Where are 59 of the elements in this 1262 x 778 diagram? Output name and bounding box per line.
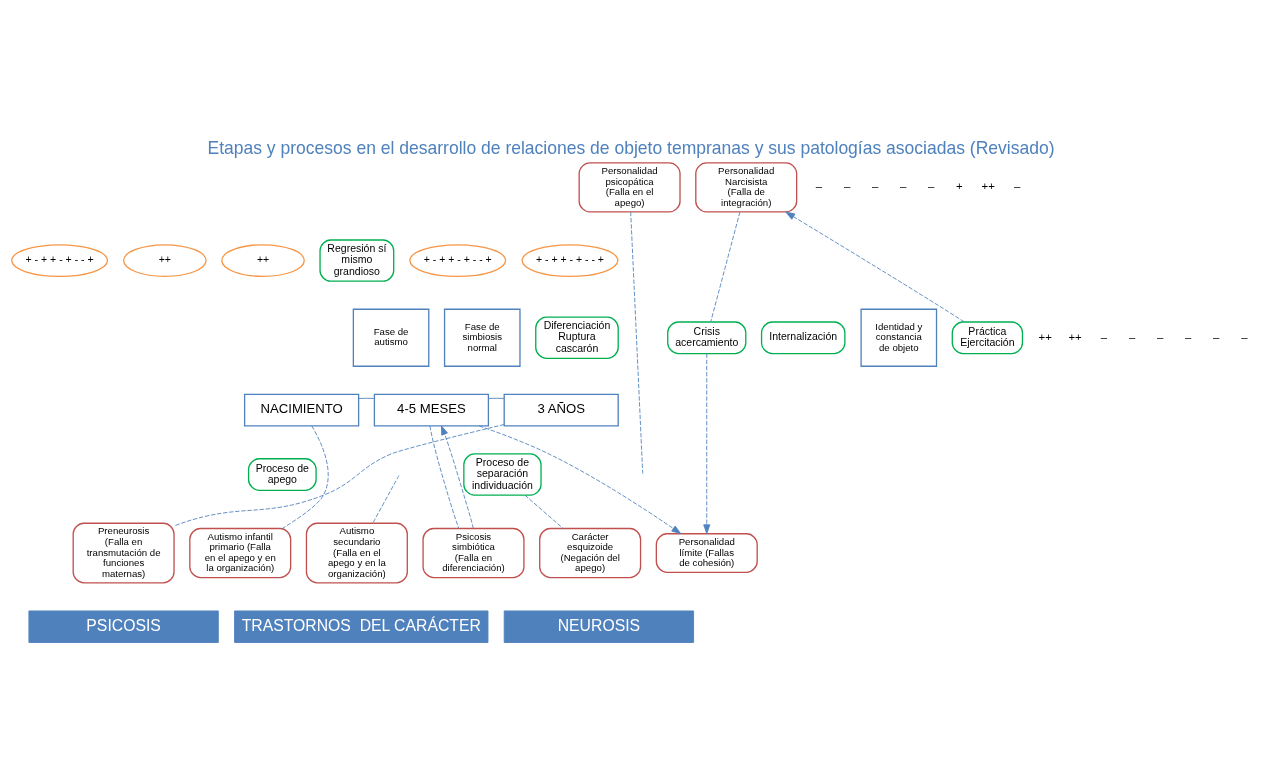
label: – bbox=[1014, 179, 1021, 192]
node-box: 3 AÑOS bbox=[503, 393, 619, 427]
label: – bbox=[871, 179, 879, 192]
label: – bbox=[928, 179, 935, 192]
connector bbox=[281, 425, 329, 529]
node-box: 4-5 MESES bbox=[373, 393, 490, 427]
label: – bbox=[1128, 330, 1136, 343]
connector bbox=[710, 211, 741, 322]
connector bbox=[488, 397, 505, 399]
node-ellipse: ++ bbox=[122, 243, 207, 277]
label: ++ bbox=[1038, 330, 1052, 343]
label: – bbox=[1100, 330, 1108, 343]
connector bbox=[173, 423, 505, 526]
node-box: Crisis acercamiento bbox=[667, 320, 747, 354]
label: + bbox=[955, 179, 963, 192]
node-ellipse: + - + + - + - - + bbox=[409, 243, 507, 277]
connector bbox=[372, 474, 400, 523]
node-box: Internalización bbox=[760, 320, 846, 354]
node-ellipse: ++ bbox=[221, 243, 305, 277]
node-box: Personalidad Narcisista (Falla de integración) bbox=[695, 161, 798, 213]
label: – bbox=[843, 179, 851, 192]
node-box: Proceso de separación individuación bbox=[463, 452, 542, 496]
node-ellipse: + - + + - + - - + bbox=[11, 243, 109, 277]
node-box: Autismo secundario (Falla en el apego y en la organización) bbox=[305, 522, 408, 583]
node-box: PSICOSIS bbox=[28, 609, 219, 643]
label: – bbox=[1241, 330, 1248, 343]
node-box: Fase de autismo bbox=[352, 308, 430, 367]
connector bbox=[630, 211, 644, 474]
node-box: NEUROSIS bbox=[503, 609, 695, 643]
connector bbox=[524, 494, 564, 529]
node-box: Proceso de apego bbox=[247, 457, 317, 491]
label: ++ bbox=[1068, 330, 1082, 343]
diagram-title: Etapas y procesos en el desarrollo de relaciones de objeto tempranas y sus patologías asociadas (Revisado) bbox=[207, 137, 1055, 158]
label: – bbox=[900, 179, 907, 192]
node-box: Autismo infantil primario (Falla en el apego y en la organización) bbox=[189, 527, 292, 578]
label: – bbox=[1156, 330, 1164, 343]
connector bbox=[358, 397, 375, 399]
node-box: Carácter esquizoide (Negación del apego) bbox=[539, 527, 642, 578]
node-box: Preneurosis (Falla en transmutación de funciones maternas) bbox=[72, 522, 175, 583]
label: ++ bbox=[981, 179, 995, 192]
node-box: Fase de simbiosis normal bbox=[443, 308, 521, 367]
arrow bbox=[441, 424, 474, 529]
label: – bbox=[815, 179, 823, 192]
arrow bbox=[785, 211, 965, 322]
arrow bbox=[478, 425, 682, 534]
node-box: Personalidad psicopática (Falla en el apego) bbox=[578, 161, 681, 213]
label: – bbox=[1213, 330, 1220, 343]
node-box: TRASTORNOS DEL CARÁCTER bbox=[234, 609, 489, 643]
node-box: Personalidad límite (Fallas de cohesión) bbox=[655, 532, 758, 573]
label: – bbox=[1185, 330, 1192, 343]
node-box: Regresión sí mismo grandioso bbox=[319, 238, 395, 282]
node-box: Identidad y constancia de objeto bbox=[860, 308, 938, 367]
node-box: Diferenciación Ruptura cascarón bbox=[535, 316, 619, 359]
arrow bbox=[703, 352, 711, 534]
node-box: Práctica Ejercitación bbox=[951, 320, 1024, 354]
node-box: Psicosis simbiótica (Falla en diferenciación) bbox=[422, 527, 525, 578]
node-ellipse: + - + + - + - - + bbox=[521, 243, 619, 277]
connector bbox=[429, 424, 460, 529]
node-box: NACIMIENTO bbox=[243, 393, 360, 427]
